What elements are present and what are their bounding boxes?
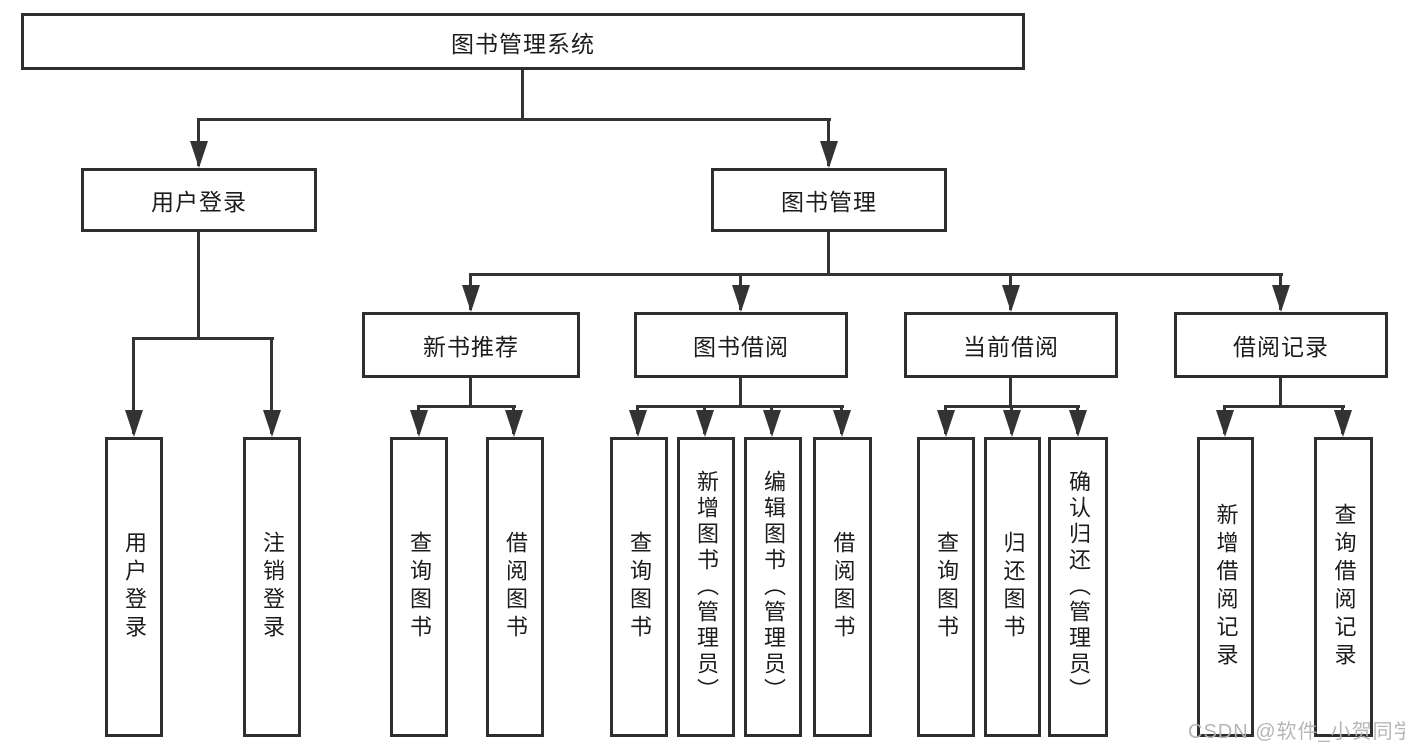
leaf-query-books-recommend: 查询图书 — [390, 437, 448, 737]
node-library-system: 图书管理系统 — [21, 13, 1025, 70]
connector-line — [197, 118, 831, 121]
arrowhead-down-icon — [732, 285, 750, 312]
connector-line — [1009, 378, 1012, 407]
node-book-borrow: 图书借阅 — [634, 312, 848, 378]
arrowhead-down-icon — [629, 410, 647, 437]
arrowhead-down-icon — [410, 410, 428, 437]
arrowhead-down-icon — [505, 410, 523, 437]
leaf-add-book-admin: 新增图书（管理员） — [677, 437, 735, 737]
arrowhead-down-icon — [190, 141, 208, 168]
connector-line — [132, 339, 135, 434]
leaf-add-borrow-record: 新增借阅记录 — [1197, 437, 1254, 737]
connector-line — [469, 378, 472, 407]
arrowhead-down-icon — [1003, 410, 1021, 437]
arrowhead-down-icon — [937, 410, 955, 437]
watermark: CSDN @软件_小贺同学 — [1188, 721, 1405, 743]
node-book-management: 图书管理 — [711, 168, 947, 232]
connector-line — [1223, 405, 1345, 408]
connector-line — [944, 405, 1080, 408]
connector-line — [270, 339, 273, 434]
connector-line — [827, 232, 830, 275]
arrowhead-down-icon — [1334, 410, 1352, 437]
connector-line — [521, 70, 524, 120]
node-borrow-records: 借阅记录 — [1174, 312, 1388, 378]
leaf-confirm-return-admin: 确认归还（管理员） — [1048, 437, 1108, 737]
arrowhead-down-icon — [696, 410, 714, 437]
arrowhead-down-icon — [462, 285, 480, 312]
arrowhead-down-icon — [1272, 285, 1290, 312]
arrowhead-down-icon — [1069, 410, 1087, 437]
leaf-user-login: 用户登录 — [105, 437, 163, 737]
arrowhead-down-icon — [763, 410, 781, 437]
leaf-return-book: 归还图书 — [984, 437, 1041, 737]
connector-line — [1279, 378, 1282, 407]
leaf-borrow-books-recommend: 借阅图书 — [486, 437, 544, 737]
arrowhead-down-icon — [1002, 285, 1020, 312]
leaf-edit-book-admin: 编辑图书（管理员） — [744, 437, 802, 737]
connector-line — [132, 337, 274, 340]
leaf-query-borrow-record: 查询借阅记录 — [1314, 437, 1373, 737]
leaf-query-books-current: 查询图书 — [917, 437, 975, 737]
arrowhead-down-icon — [125, 410, 143, 437]
leaf-logout: 注销登录 — [243, 437, 301, 737]
connector-line — [636, 405, 844, 408]
connector-line — [469, 273, 1283, 276]
node-user-login: 用户登录 — [81, 168, 317, 232]
node-new-book-recommend: 新书推荐 — [362, 312, 580, 378]
leaf-query-books-borrow: 查询图书 — [610, 437, 668, 737]
arrowhead-down-icon — [1216, 410, 1234, 437]
connector-line — [417, 405, 516, 408]
arrowhead-down-icon — [833, 410, 851, 437]
leaf-borrow-books: 借阅图书 — [813, 437, 872, 737]
arrowhead-down-icon — [820, 141, 838, 168]
arrowhead-down-icon — [263, 410, 281, 437]
connector-line — [197, 232, 200, 339]
connector-line — [739, 378, 742, 407]
node-current-borrow: 当前借阅 — [904, 312, 1118, 378]
